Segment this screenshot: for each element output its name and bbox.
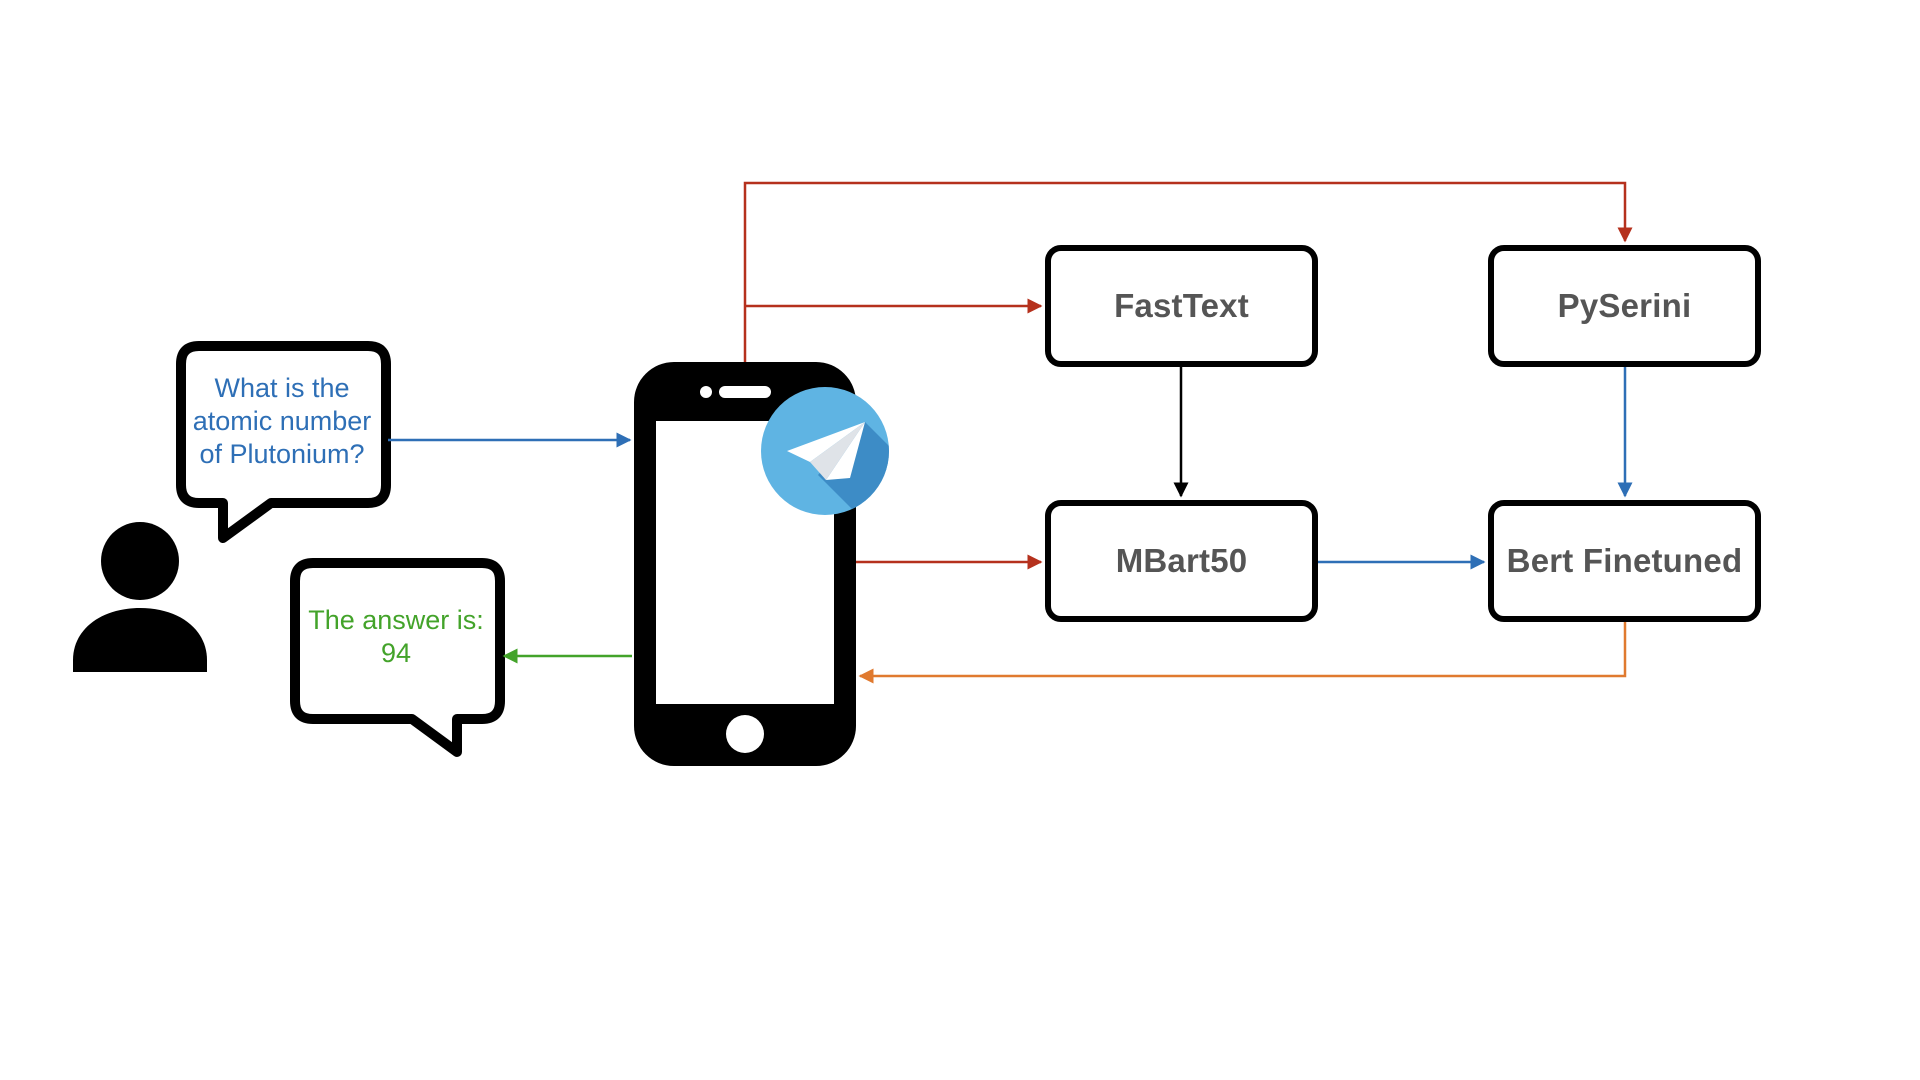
mbart50-node: MBart50 [1045, 500, 1318, 622]
bert-to-phone-arrow [858, 622, 1627, 684]
answer-text: The answer is: 94 [300, 604, 492, 670]
answer-line: 94 [380, 638, 412, 668]
answer-line: The answer is: [308, 605, 484, 635]
question-text: What is the atomic number of Plutonium? [186, 372, 378, 471]
phone-to-pyserini-arrow [743, 181, 1633, 362]
question-line: atomic number [192, 406, 372, 436]
answer-bubble-icon [290, 558, 505, 757]
question-line: of Plutonium? [199, 439, 365, 469]
question-line: What is the [214, 373, 350, 403]
question-bubble-icon [176, 341, 391, 543]
pyserini-node: PySerini [1488, 245, 1761, 367]
user-icon [73, 522, 207, 672]
bert-finetuned-node: Bert Finetuned [1488, 500, 1761, 622]
fasttext-node: FastText [1045, 245, 1318, 367]
